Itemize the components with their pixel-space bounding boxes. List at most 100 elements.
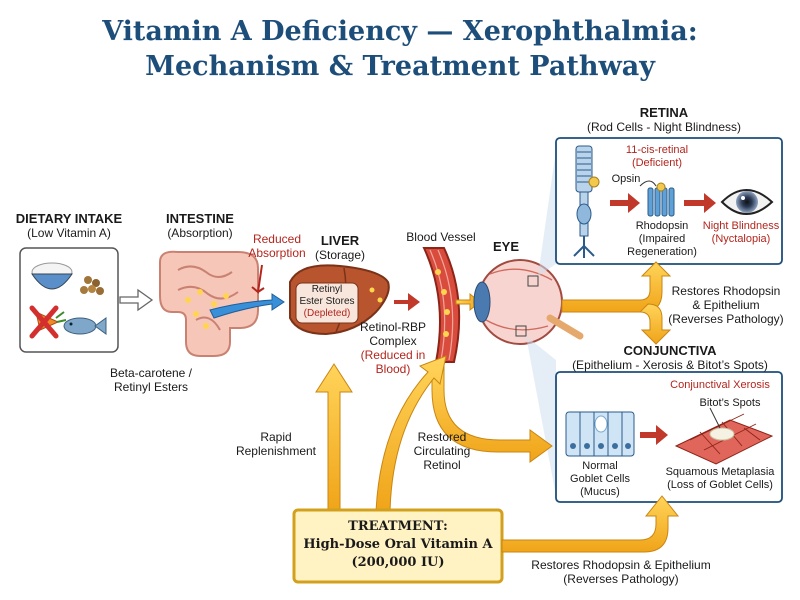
rhodo-line-2: (Impaired <box>638 233 686 245</box>
liver-heading: LIVER <box>320 233 360 248</box>
restores-right-line-3: (Reverses Pathology) <box>668 312 784 326</box>
treatment-line-2: High-Dose Oral Vitamin A <box>303 537 493 552</box>
intestine-illustration <box>159 250 259 357</box>
intestine-label: INTESTINE (Absorption) <box>150 211 250 241</box>
arrow-liver-to-blood <box>394 293 420 311</box>
arrow-diet-to-intestine <box>119 288 154 312</box>
squam-line-1: Squamous Metaplasia <box>665 466 775 478</box>
reduced-line-2: Absorption <box>248 246 306 260</box>
restored-line-1: Restored <box>417 430 467 444</box>
intestine-heading: INTESTINE <box>166 211 234 226</box>
cis-retinal-label: 11-cis-retinal (Deficient) <box>612 144 702 170</box>
arrow-rapid-replenishment <box>315 363 353 513</box>
retina-box <box>555 137 783 265</box>
restores-bottom-line-1: Restores Rhodopsin & Epithelium <box>531 558 711 572</box>
conjunctiva-label: CONJUNCTIVA (Epithelium - Xerosis & Bito… <box>560 343 780 373</box>
stores-line-3: (Depleted) <box>303 308 351 319</box>
dietary-sub: (Low Vitamin A) <box>27 226 111 240</box>
rice-bowl-icon <box>31 262 73 290</box>
rbp-line-4: Blood) <box>375 362 411 376</box>
squamous-metaplasia-icon <box>674 413 774 465</box>
conjunctiva-box <box>555 371 783 503</box>
arrow-restores-down <box>638 303 672 345</box>
eye-illustration <box>473 259 584 345</box>
normal-line-1: Normal <box>582 460 618 472</box>
squamous-label: Squamous Metaplasia (Loss of Goblet Cell… <box>660 466 780 492</box>
reduced-line-1: Reduced <box>252 232 302 246</box>
conjunctiva-zoom-callout <box>526 336 556 496</box>
page-title: Vitamin A Deficiency — Xerophthalmia: Me… <box>0 14 800 84</box>
absorption-flow-arrow <box>209 293 285 319</box>
beta-carotene-label: Beta-carotene / Retinyl Esters <box>96 366 206 394</box>
rod-cell-icon <box>573 145 600 258</box>
squam-line-2: (Loss of Goblet Cells) <box>667 479 773 491</box>
dietary-heading: DIETARY INTAKE <box>15 211 123 226</box>
restores-right-line-1: Restores Rhodopsin <box>671 284 781 298</box>
rbp-line-1: Retinol-RBP <box>359 320 427 334</box>
retinol-rbp-label: Retinol-RBP Complex (Reduced in Blood) <box>352 320 434 376</box>
arrow-restored-retinol <box>375 355 447 513</box>
blood-vessel-illustration <box>422 247 461 363</box>
night-blindness-label: Night Blindness (Nyctalopia) <box>700 220 782 246</box>
rhodo-line-3: Regeneration) <box>627 246 697 258</box>
ester-stores-label: Retinyl Ester Stores (Depleted) <box>296 284 358 320</box>
night-line-2: (Nyctalopia) <box>711 233 771 245</box>
rapid-line-2: Replenishment <box>235 444 317 458</box>
bitot-pointer <box>709 407 721 429</box>
treatment-line-1: TREATMENT: <box>348 519 448 534</box>
beta-line-1: Beta-carotene / <box>109 366 193 380</box>
restored-line-3: Retinol <box>423 458 461 472</box>
reduced-absorption-label: Reduced Absorption <box>246 232 308 260</box>
stores-line-1: Retinyl <box>311 284 343 295</box>
treatment-text: TREATMENT: High-Dose Oral Vitamin A (200… <box>294 518 502 572</box>
rhodopsin-icon <box>639 180 675 217</box>
treatment-line-3: (200,000 IU) <box>351 555 445 570</box>
restores-bottom-line-2: (Reverses Pathology) <box>563 572 679 586</box>
retina-heading: RETINA <box>639 105 689 120</box>
rhodo-line-1: Rhodopsin <box>635 220 689 232</box>
restored-line-2: Circulating <box>413 444 471 458</box>
arrow-cis-to-rhodopsin <box>610 193 640 213</box>
night-line-1: Night Blindness <box>702 220 780 232</box>
rhodopsin-label: Rhodopsin (Impaired Regeneration) <box>622 220 702 259</box>
retina-sub: (Rod Cells - Night Blindness) <box>586 120 742 134</box>
night-blindness-eye-icon <box>720 189 774 215</box>
goblet-cells-icon <box>565 411 635 457</box>
legumes-icon <box>80 276 104 295</box>
restores-right-line-2: & Epithelium <box>692 298 760 312</box>
eye-label: EYE <box>492 239 519 254</box>
bitot-label: Bitot’s Spots <box>699 397 761 409</box>
cross-icon <box>29 305 59 339</box>
opsin-label: Opsin <box>611 173 641 185</box>
rbp-line-3: (Reduced in <box>360 348 426 362</box>
liver-illustration <box>289 264 390 336</box>
normal-line-3: (Mucus) <box>580 486 620 498</box>
rapid-line-1: Rapid <box>260 430 292 444</box>
cis-line-2: (Deficient) <box>631 157 683 169</box>
arrow-goblet-to-metaplasia <box>640 425 668 445</box>
fish-icon <box>63 317 107 335</box>
arrow-rhodopsin-to-night-blindness <box>684 193 716 213</box>
conjunctiva-sub: (Epithelium - Xerosis & Bitot’s Spots) <box>572 358 768 372</box>
rapid-replenishment-label: Rapid Replenishment <box>228 430 324 458</box>
arrow-vessel-to-conjunctiva <box>431 361 553 463</box>
title-line-1: Vitamin A Deficiency — Xerophthalmia: <box>102 16 698 47</box>
restored-retinol-label: Restored Circulating Retinol <box>402 430 482 472</box>
title-line-2: Mechanism & Treatment Pathway <box>145 51 655 82</box>
beta-line-2: Retinyl Esters <box>113 380 189 394</box>
liver-sub: (Storage) <box>314 248 366 262</box>
intestine-sub: (Absorption) <box>167 226 233 240</box>
dietary-label: DIETARY INTAKE (Low Vitamin A) <box>6 211 132 241</box>
arrow-treatment-restores <box>501 495 680 553</box>
restores-bottom-label: Restores Rhodopsin & Epithelium (Reverse… <box>506 558 736 586</box>
stores-line-2: Ester Stores <box>299 296 355 307</box>
rbp-line-2: Complex <box>369 334 417 348</box>
xerosis-label: Conjunctival Xerosis <box>670 379 770 391</box>
reduced-absorption-arrow <box>251 264 265 294</box>
normal-line-2: Goblet Cells <box>570 473 630 485</box>
retina-zoom-callout <box>538 150 556 276</box>
dietary-intake-box <box>19 247 119 353</box>
retina-label: RETINA (Rod Cells - Night Blindness) <box>586 105 742 135</box>
conjunctiva-heading: CONJUNCTIVA <box>623 343 717 358</box>
